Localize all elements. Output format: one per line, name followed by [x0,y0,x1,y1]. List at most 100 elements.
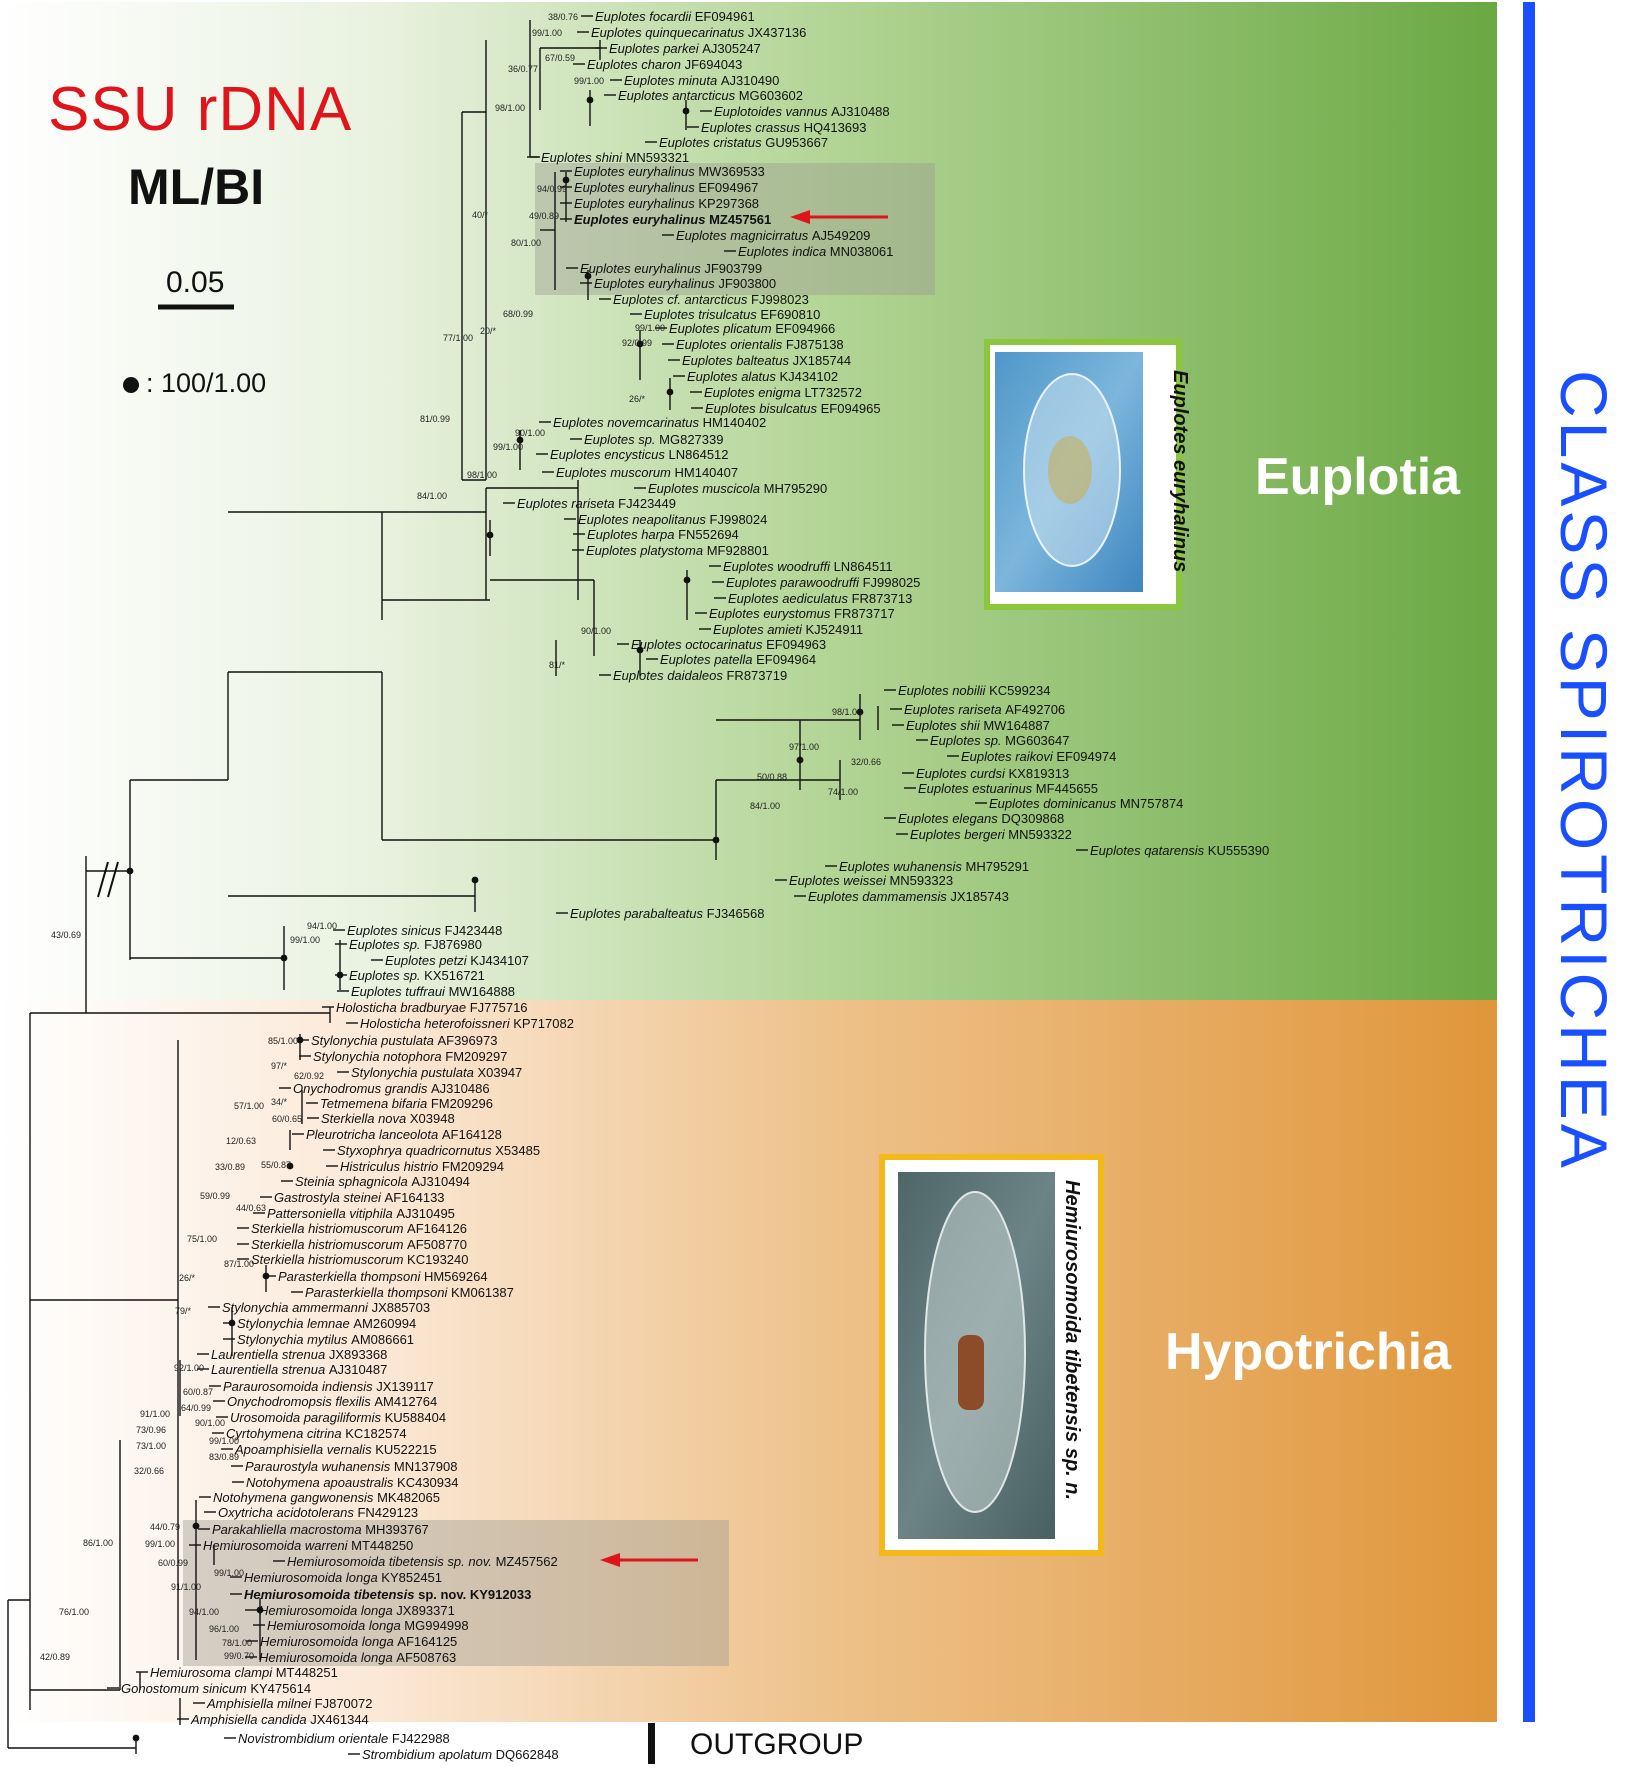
taxon-label: Euplotes muscorum HM140407 [556,465,738,480]
taxon-label: Tetmemena bifaria FM209296 [320,1096,493,1111]
support-value: 60/0.65 [272,1114,302,1124]
taxon-label: Notohymena gangwonensis MK482065 [213,1490,440,1505]
full-support-node [228,1319,236,1327]
hemiurosomoida-cell-inclusion [958,1335,984,1410]
taxon-label: Novistrombidium orientale FJ422988 [238,1731,450,1746]
support-value: 92/0.99 [622,338,652,348]
support-value: 64/0.99 [181,1403,211,1413]
hemiurosomoida-clade-highlight [183,1520,729,1666]
taxon-label: Euplotoides vannus AJ310488 [714,104,890,119]
support-value: 74/1.00 [828,787,858,797]
support-value: 26/* [629,394,646,404]
taxon-label: Euplotes focardii EF094961 [595,9,755,24]
support-value: 12/0.63 [226,1136,256,1146]
full-support-node [286,1162,294,1170]
taxon-label: Hemiurosomoida tibetensis sp. nov. KY912… [244,1587,531,1602]
support-value: 84/1.00 [750,801,780,811]
support-value: 32/0.66 [134,1466,164,1476]
full-support-node [471,876,479,884]
hypotrichia-background [0,1000,1497,1722]
full-support-node [486,531,494,539]
hemiurosomoida-photo-caption: Hemiurosomoida tibetensis sp. n. [1061,1180,1083,1501]
taxon-label: Euplotes orientalis FJ875138 [676,337,844,352]
taxon-label: Euplotes shini MN593321 [541,150,689,165]
support-value: 98/1.00 [495,103,525,113]
taxon-label: Hemiurosomoida warreni MT448250 [203,1538,413,1553]
taxon-label: Euplotes encysticus LN864512 [550,447,729,462]
taxon-label: Euplotes euryhalinus EF094967 [574,180,758,195]
support-value: 90/1.00 [515,428,545,438]
support-value: 97/1.00 [789,742,819,752]
taxon-label: Sterkiella histriomuscorum KC193240 [251,1252,469,1267]
taxon-label: Euplotes euryhalinus MZ457561 [574,212,771,227]
support-value: 94/0.99 [537,184,567,194]
taxon-label: Stylonychia lemnae AM260994 [237,1316,416,1331]
full-support-node [192,1522,200,1530]
support-value: 40/* [472,210,489,220]
taxon-label: Euplotes euryhalinus KP297368 [574,196,759,211]
support-value: 55/0.87 [261,1160,291,1170]
support-value: 99/1.00 [574,76,604,86]
support-value: 78/1.00 [222,1638,252,1648]
support-value: 38/0.76 [548,12,578,22]
support-value: 97/* [271,1061,288,1071]
support-value: 44/0.79 [150,1522,180,1532]
taxon-label: Holosticha heterofoissneri KP717082 [360,1016,574,1031]
taxon-label: Parasterkiella thompsoni HM569264 [278,1269,488,1284]
taxon-label: Euplotes muscicola MH795290 [648,481,827,496]
taxon-label: Euplotes neapolitanus FJ998024 [578,512,767,527]
scale-bar-label: 0.05 [166,266,225,299]
taxon-label: Euplotes indica MN038061 [738,244,893,259]
class-bar [1523,2,1535,1722]
support-value: 94/1.00 [307,921,337,931]
taxon-label: Euplotes cf. antarcticus FJ998023 [613,292,809,307]
support-value: 26/* [179,1273,196,1283]
support-value: 36/0.77 [508,64,538,74]
euplotes-cell-inclusions [1048,436,1092,504]
support-value: 83/0.89 [209,1452,239,1462]
taxon-label: Stylonychia ammermanni JX885703 [222,1300,430,1315]
taxon-label: Euplotes elegans DQ309868 [898,811,1064,826]
support-value: 99/1.00 [635,323,665,333]
taxon-label: Gastrostyla steinei AF164133 [274,1190,445,1205]
figure-title: SSU rDNA [48,75,353,144]
euplotia-background [0,2,1497,1000]
taxon-label: Euplotes magnicirratus AJ549209 [676,228,870,243]
taxon-label: Laurentiella strenua AJ310487 [211,1362,387,1377]
full-support-node [666,388,674,396]
full-support-node [132,1734,140,1742]
taxon-label: Hemiurosomoida longa JX893371 [259,1603,455,1618]
support-value: 20/* [480,326,497,336]
full-support-node [636,646,644,654]
taxon-label: Euplotes cristatus GU953667 [659,135,828,150]
taxon-label: Euplotes parkei AJ305247 [609,41,761,56]
support-value: 44/0.63 [236,1203,266,1213]
taxon-label: Euplotes estuarinus MF445655 [918,781,1098,796]
euplotes-euryhalinus-clade-highlight [535,163,935,295]
support-value: 92/1.00 [174,1363,204,1373]
taxon-label: Euplotes sp. MG603647 [930,733,1069,748]
support-value: 57/1.00 [234,1101,264,1111]
outgroup-label: OUTGROUP [690,1728,864,1761]
support-value: 99/1.00 [209,1436,239,1446]
taxon-label: Onychodromus grandis AJ310486 [293,1081,490,1096]
tree-branches [7,15,1088,1755]
support-value: 43/0.69 [51,930,81,940]
support-value: 91/1.00 [171,1582,201,1592]
support-value: 49/0.89 [529,211,559,221]
taxon-label: Euplotes crassus HQ413693 [701,120,867,135]
taxon-label: Euplotes parawoodruffi FJ998025 [726,575,920,590]
taxon-label: Gonostomum sinicum KY475614 [121,1681,311,1696]
taxon-label: Hemiurosoma clampi MT448251 [150,1665,338,1680]
taxon-label: Euplotes sp. MG827339 [584,432,723,447]
taxon-label: Sterkiella histriomuscorum AF164126 [251,1221,467,1236]
support-value: 99/0.70 [224,1651,254,1661]
support-value: 73/0.96 [136,1425,166,1435]
taxon-label: Paraurosomoida indiensis JX139117 [223,1379,434,1394]
taxon-label: Euplotes balteatus JX185744 [682,353,851,368]
taxon-label: Sterkiella nova X03948 [321,1111,455,1126]
taxon-label: Sterkiella histriomuscorum AF508770 [251,1237,467,1252]
support-value: 33/0.89 [215,1162,245,1172]
taxon-label: Euplotes trisulcatus EF690810 [644,307,820,322]
support-value: 77/1.00 [443,333,473,343]
